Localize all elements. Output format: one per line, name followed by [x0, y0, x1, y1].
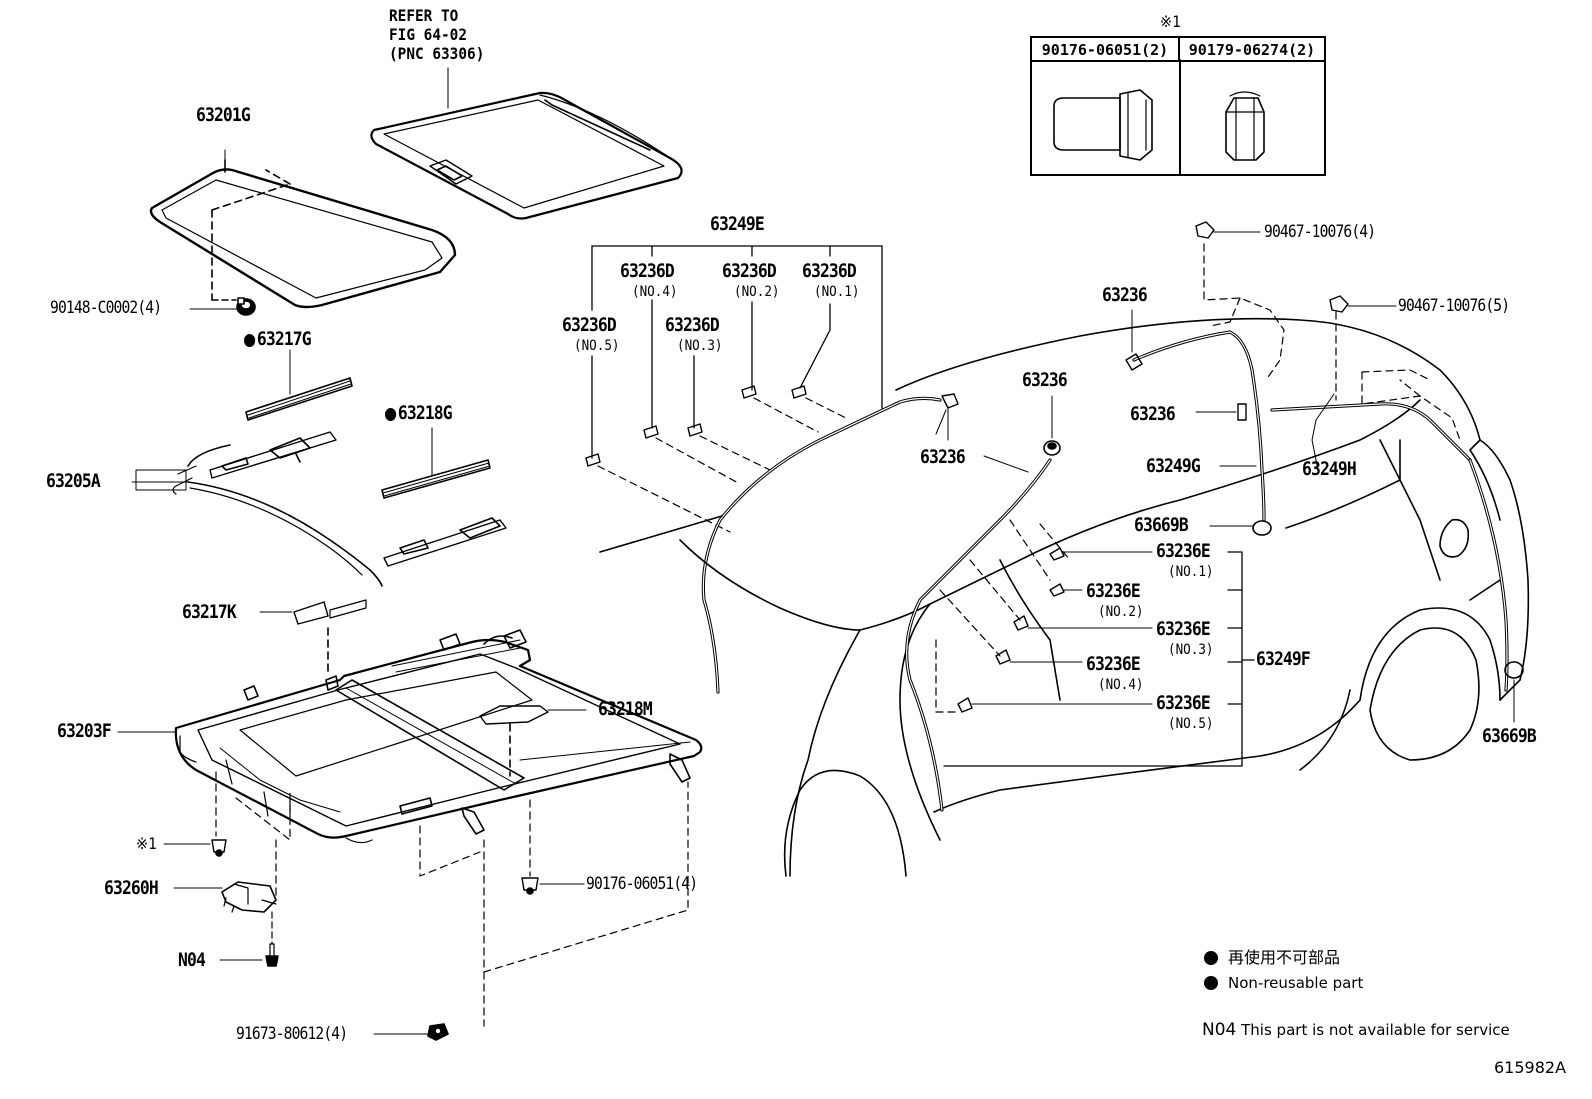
sub-no4: (NO.4) — [632, 284, 678, 300]
label-63236E-4[interactable]: 63236E — [1086, 653, 1141, 675]
label-63236D-no1[interactable]: 63236D — [802, 260, 857, 282]
non-reusable-dot-icon — [385, 408, 397, 421]
label-63218G-text: 63218G — [397, 402, 453, 424]
label-63236D-no3[interactable]: 63236D — [665, 314, 720, 336]
label-63203F[interactable]: 63203F — [57, 720, 112, 742]
sub-e-no5: (NO.5) — [1168, 716, 1214, 732]
label-63260H[interactable]: 63260H — [104, 877, 159, 899]
label-63249F[interactable]: 63249F — [1256, 648, 1311, 670]
label-N04[interactable]: N04 — [178, 949, 206, 971]
legend-n04: N04 This part is not available for servi… — [1202, 1022, 1510, 1039]
rail-assembly-63205A-drawing — [131, 431, 507, 587]
screw-90148-drawing — [189, 297, 256, 316]
label-90148[interactable]: 90148-C0002(4) — [50, 298, 162, 318]
inset-col1-header: 90176-06051(2) — [1032, 38, 1180, 62]
legend-n04-code: N04 — [1202, 1020, 1237, 1040]
part-63217K-drawing — [259, 599, 367, 677]
label-90467-4[interactable]: 90467-10076(4) — [1264, 222, 1376, 242]
label-63249H[interactable]: 63249H — [1302, 458, 1357, 480]
legend-en-text: Non-reusable part — [1228, 974, 1364, 992]
label-63236D-no4[interactable]: 63236D — [620, 260, 675, 282]
inset-fastener-drawings — [1053, 59, 1265, 175]
motor-63260H-drawing — [173, 881, 279, 967]
label-63236-right[interactable]: 63236 — [1130, 403, 1176, 425]
label-63201G[interactable]: 63201G — [196, 104, 251, 126]
legend-jp: 再使用不可部品 — [1204, 950, 1340, 966]
label-63217K[interactable]: 63217K — [182, 601, 237, 623]
rear-roof-dashed — [935, 243, 1461, 713]
legend-n04-text: This part is not available for service — [1241, 1021, 1510, 1039]
label-63669B-b[interactable]: 63669B — [1482, 725, 1537, 747]
label-63236-top[interactable]: 63236 — [1102, 284, 1148, 306]
weatherstrip-drawings — [245, 349, 491, 499]
glass-panel-drawing — [149, 149, 457, 309]
dashed-leaders-roof-clips — [597, 397, 847, 533]
non-reusable-dot-icon — [244, 334, 256, 347]
lower-dashed-leaders — [215, 771, 689, 1027]
non-reusable-dot-icon — [1204, 976, 1218, 990]
label-63249G[interactable]: 63249G — [1146, 455, 1201, 477]
label-63669B-a[interactable]: 63669B — [1134, 514, 1189, 536]
housing-frame-63203F-drawing — [117, 629, 703, 844]
label-63205A[interactable]: 63205A — [46, 470, 101, 492]
sub-no2: (NO.2) — [734, 284, 780, 300]
label-63217G-text: 63217G — [256, 328, 312, 350]
label-91673[interactable]: 91673-80612(4) — [236, 1024, 348, 1044]
bracket-63218M-drawing — [479, 705, 587, 777]
label-63236-front[interactable]: 63236 — [920, 446, 966, 468]
label-63236E-2[interactable]: 63236E — [1086, 580, 1141, 602]
label-63236D-no5[interactable]: 63236D — [562, 314, 617, 336]
inset-fastener-table: 90176-06051(2) 90179-06274(2) — [1030, 36, 1326, 176]
bracket-63249E — [591, 245, 883, 459]
label-63217G[interactable]: 63217G — [244, 328, 312, 350]
label-63236E-5[interactable]: 63236E — [1156, 692, 1211, 714]
sub-no3: (NO.3) — [677, 338, 723, 354]
sub-e-no4: (NO.4) — [1098, 677, 1144, 693]
front-drain-hose — [701, 393, 959, 694]
legend-jp-text: 再使用不可部品 — [1228, 948, 1341, 967]
rear-drain-hoses — [905, 330, 1509, 812]
vehicle-body-outline — [599, 317, 1530, 877]
clips-63236D — [585, 385, 807, 467]
lower-fasteners — [163, 839, 585, 1041]
grommets — [935, 309, 1524, 723]
label-63236E-3[interactable]: 63236E — [1156, 618, 1211, 640]
sub-e-no3: (NO.3) — [1168, 642, 1214, 658]
clips-90467 — [1195, 221, 1397, 313]
refer-note-line2: FIG 64-02 — [389, 25, 468, 44]
refer-note-line3: (PNC 63306) — [389, 44, 485, 63]
legend-en: Non-reusable part — [1204, 976, 1363, 991]
sunshade-drawing — [370, 67, 683, 220]
clips-63236E — [957, 547, 1065, 713]
leaders-63236E — [943, 551, 1255, 767]
label-90176[interactable]: 90176-06051(4) — [586, 874, 698, 894]
sub-e-no2: (NO.2) — [1098, 604, 1144, 620]
sub-no1: (NO.1) — [814, 284, 860, 300]
sub-no5: (NO.5) — [574, 338, 620, 354]
non-reusable-dot-icon — [1204, 951, 1218, 965]
inset-col2-header: 90179-06274(2) — [1180, 38, 1324, 62]
sub-e-no1: (NO.1) — [1168, 564, 1214, 580]
label-63236D-no2[interactable]: 63236D — [722, 260, 777, 282]
refer-note-line1: REFER TO — [389, 6, 459, 25]
label-63249E[interactable]: 63249E — [710, 213, 765, 235]
label-mark1: ※1 — [136, 834, 157, 853]
label-63236-mid[interactable]: 63236 — [1022, 369, 1068, 391]
diagram-id: 615982A — [1494, 1058, 1567, 1077]
label-63218G[interactable]: 63218G — [385, 402, 453, 424]
label-63218M[interactable]: 63218M — [598, 698, 653, 720]
inset-marker: ※1 — [1160, 12, 1181, 31]
label-63236E-1[interactable]: 63236E — [1156, 540, 1211, 562]
label-90467-5[interactable]: 90467-10076(5) — [1398, 296, 1510, 316]
